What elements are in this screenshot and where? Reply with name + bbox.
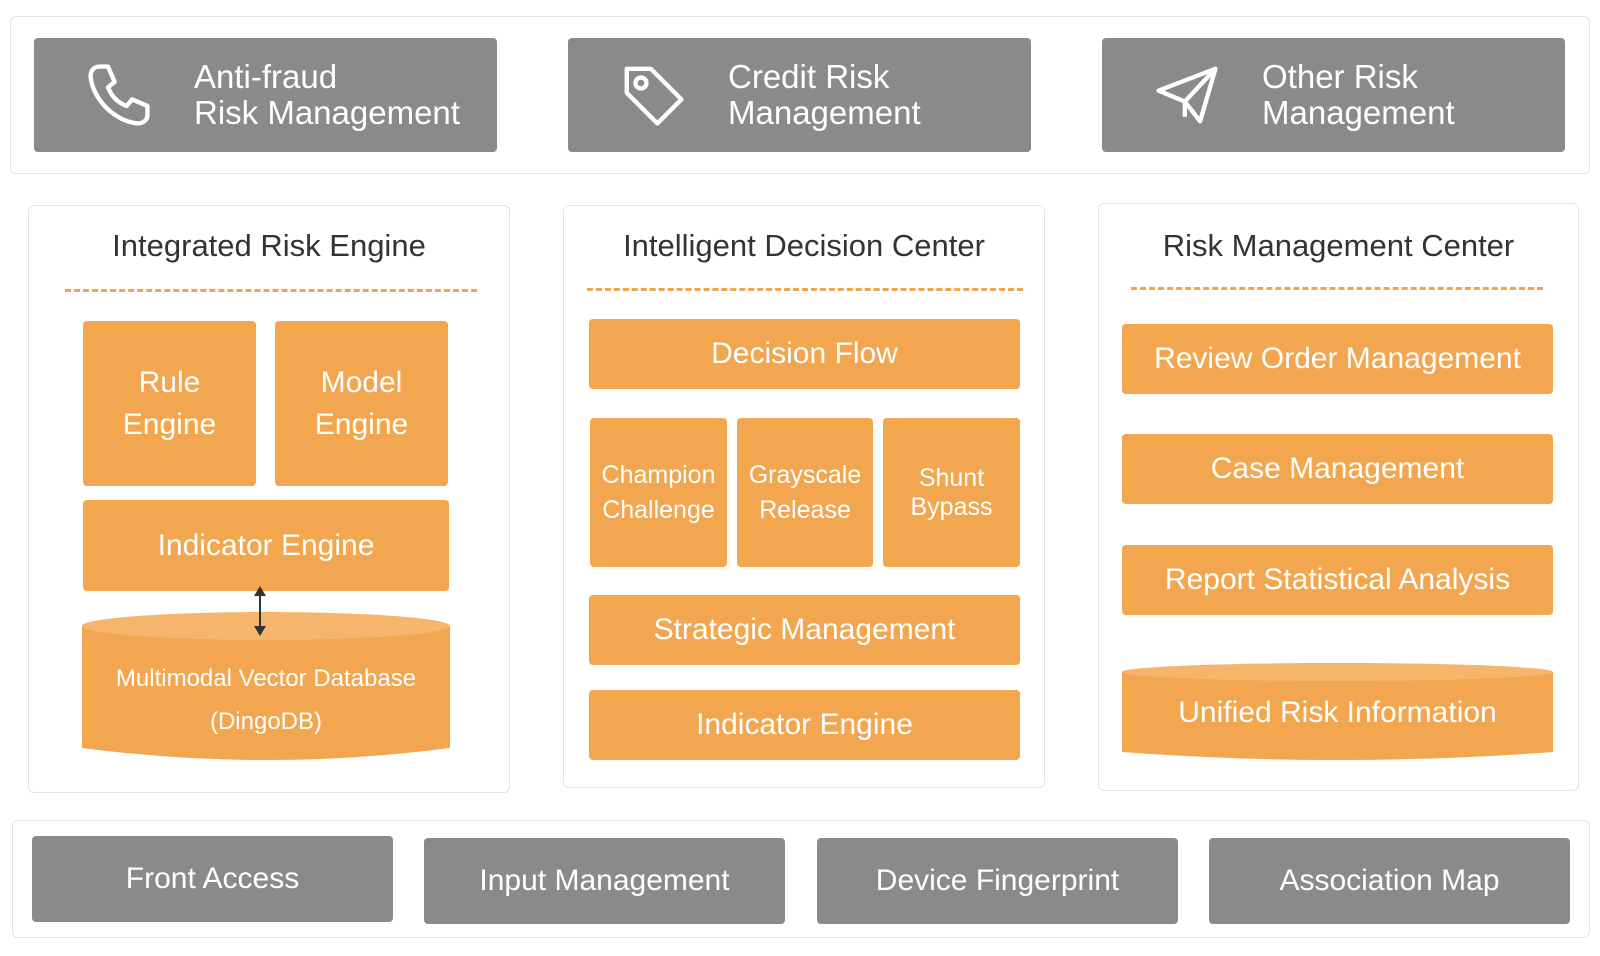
front-access-block: Front Access [32, 836, 393, 922]
panel-divider [587, 288, 1023, 291]
panel-divider [1131, 287, 1543, 290]
integrated-risk-engine-title: Integrated Risk Engine [112, 228, 426, 263]
risk-management-center-title: Risk Management Center [1162, 228, 1515, 263]
unified-risk-information-cylinder: Unified Risk Information [1122, 662, 1553, 762]
panel-divider [65, 289, 477, 292]
strategic-management-block: Strategic Management [589, 595, 1020, 665]
credit-risk-management-block: Credit Risk Management [568, 38, 1031, 152]
phone-icon [88, 64, 150, 126]
paper-plane-icon [1156, 66, 1218, 124]
database-name-label: Multimodal Vector Database [115, 665, 417, 692]
decision-flow-block: Decision Flow [589, 319, 1020, 389]
anti-fraud-risk-management-block: Anti-fraud Risk Management [34, 38, 497, 152]
intelligent-decision-center-title: Intelligent Decision Center [623, 228, 985, 263]
price-tag-icon [624, 66, 684, 126]
risk-information-cylinder-shape [1122, 663, 1553, 760]
anti-fraud-risk-management-label: Anti-fraud Risk Management [194, 58, 460, 131]
case-management-block: Case Management [1122, 434, 1553, 504]
database-product-label: (DingoDB) [209, 708, 323, 735]
association-map-block: Association Map [1209, 838, 1570, 924]
other-risk-management-label: Other Risk Management [1262, 58, 1455, 131]
indicator-engine-block: Indicator Engine [83, 500, 449, 591]
other-risk-management-block: Other Risk Management [1102, 38, 1565, 152]
bidirectional-arrow [254, 586, 266, 636]
review-order-management-block: Review Order Management [1122, 324, 1553, 394]
device-fingerprint-block: Device Fingerprint [817, 838, 1178, 924]
credit-risk-management-label: Credit Risk Management [728, 58, 921, 131]
rule-engine-block: Rule Engine [83, 321, 256, 486]
champion-challenge-block: Champion Challenge [590, 418, 727, 567]
grayscale-release-block: Grayscale Release [737, 418, 873, 567]
indicator-engine-block: Indicator Engine [589, 690, 1020, 760]
model-engine-block: Model Engine [275, 321, 448, 486]
unified-risk-information-label: Unified Risk Information [1178, 696, 1497, 729]
shunt-bypass-block: Shunt Bypass [883, 418, 1020, 567]
input-management-block: Input Management [424, 838, 785, 924]
report-statistical-analysis-block: Report Statistical Analysis [1122, 545, 1553, 615]
